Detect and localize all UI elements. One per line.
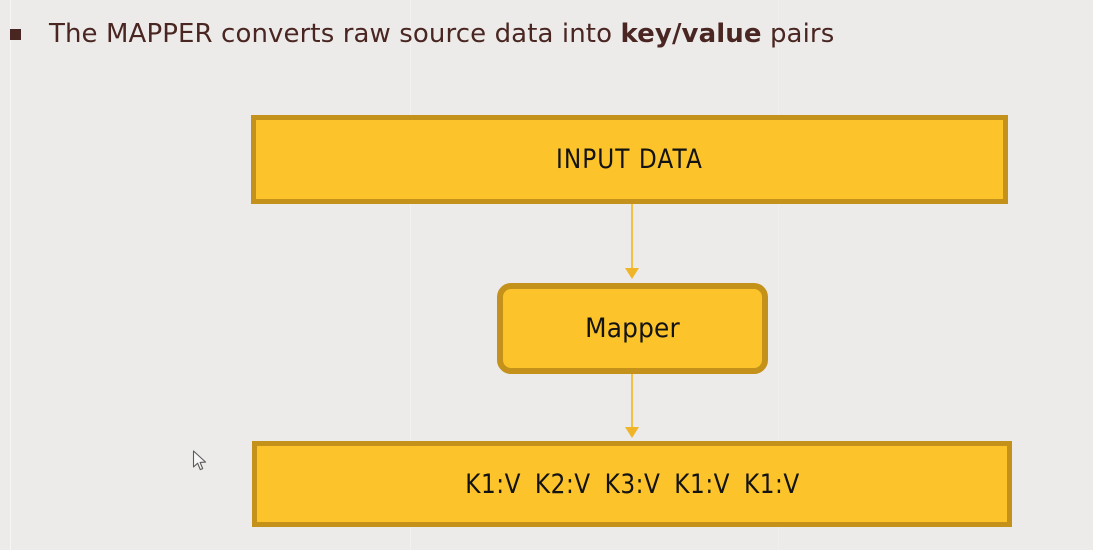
bullet-text-bold: key/value [620,19,762,49]
arrow-head [625,268,639,279]
bullet-line: The MAPPER converts raw source data into… [0,10,1093,58]
mapper-label: Mapper [585,313,680,344]
arrow-shaft [631,204,633,268]
arrow-mapper-to-output-icon [622,374,642,438]
arrow-shaft [631,374,633,427]
square-bullet-icon [10,28,21,40]
bullet-text: The MAPPER converts raw source data into… [49,19,834,49]
bullet-text-before: The MAPPER converts raw source data into [49,19,621,49]
arrow-input-to-mapper-icon [622,204,642,279]
key-value-output-box: K1:V K2:V K3:V K1:V K1:V [252,441,1012,527]
key-value-output-label: K1:V K2:V K3:V K1:V K1:V [464,468,800,500]
mouse-cursor-icon [192,450,207,471]
input-data-box: INPUT DATA [251,115,1008,204]
bullet-text-after: pairs [761,19,835,49]
background-seam-line [10,0,11,550]
arrow-head [625,427,639,438]
mapper-box: Mapper [497,283,768,374]
input-data-label: INPUT DATA [556,144,703,175]
